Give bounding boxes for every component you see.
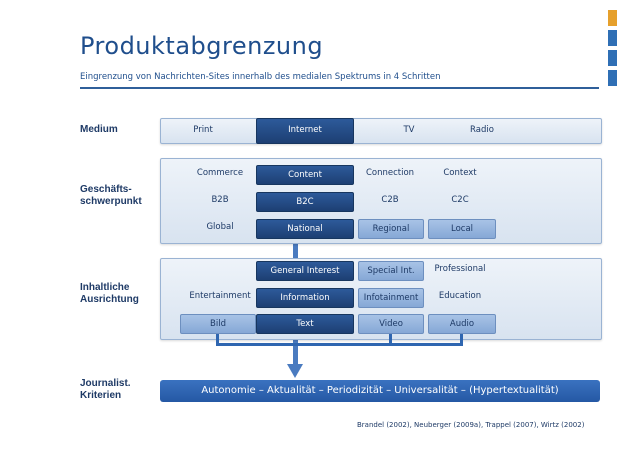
- criteria-bar: Autonomie – Aktualität – Periodizität – …: [160, 380, 600, 402]
- source-note: Brandel (2002), Neuberger (2009a), Trapp…: [357, 421, 585, 429]
- corner-accent-blue-1: [608, 30, 617, 46]
- inhalt-professional: Professional: [434, 264, 486, 274]
- bracket-drop-video: [389, 334, 392, 346]
- bracket-drop-audio: [460, 334, 463, 346]
- medium-band: [160, 118, 602, 144]
- medium-radio: Radio: [470, 125, 494, 135]
- bracket-horizontal: [216, 343, 463, 346]
- inhalt-special-int: Special Int.: [358, 261, 424, 281]
- corner-accent-blue-2: [608, 50, 617, 66]
- inhalt-bild: Bild: [180, 314, 256, 334]
- inhalt-entertainment: Entertainment: [189, 291, 251, 301]
- row-label-journalistische-kriterien: Journalist. Kriterien: [80, 378, 131, 402]
- row-label-inhaltliche-ausrichtung: Inhaltliche Ausrichtung: [80, 282, 139, 306]
- inhalt-education: Education: [438, 291, 482, 301]
- row-label-journalistische-kriterien-line2: Kriterien: [80, 390, 122, 401]
- row-label-geschaeftsschwerpunkt-line1: Geschäfts-: [80, 184, 132, 195]
- corner-accent-orange: [608, 10, 617, 26]
- bracket-drop-bild: [216, 334, 219, 346]
- geschaeft-local: Local: [428, 219, 496, 239]
- row-label-geschaeftsschwerpunkt: Geschäfts- schwerpunkt: [80, 184, 142, 208]
- row-label-inhaltliche-ausrichtung-line1: Inhaltliche: [80, 282, 130, 293]
- medium-internet: Internet: [256, 118, 354, 144]
- slide-title: Produktabgrenzung: [80, 32, 324, 60]
- geschaeft-context: Context: [443, 168, 477, 178]
- medium-print: Print: [193, 125, 213, 135]
- geschaeft-commerce: Commerce: [196, 168, 244, 178]
- inhalt-text: Text: [256, 314, 354, 334]
- geschaeft-c2b: C2B: [381, 195, 399, 205]
- geschaeft-b2c: B2C: [256, 192, 354, 212]
- slide-subtitle: Eingrenzung von Nachrichten-Sites innerh…: [80, 72, 441, 82]
- geschaeft-c2c: C2C: [451, 195, 469, 205]
- geschaeft-content: Content: [256, 165, 354, 185]
- flow-arrow-head: [287, 364, 303, 378]
- geschaeft-regional: Regional: [358, 219, 424, 239]
- row-label-geschaeftsschwerpunkt-line2: schwerpunkt: [80, 196, 142, 207]
- geschaeft-national: National: [256, 219, 354, 239]
- corner-accent-blue-3: [608, 70, 617, 86]
- title-rule: [80, 87, 599, 89]
- row-label-journalistische-kriterien-line1: Journalist.: [80, 378, 131, 389]
- geschaeft-b2b: B2B: [211, 195, 229, 205]
- inhalt-information: Information: [256, 288, 354, 308]
- medium-tv: TV: [403, 125, 415, 135]
- inhalt-audio: Audio: [428, 314, 496, 334]
- inhalt-video: Video: [358, 314, 424, 334]
- geschaeft-connection: Connection: [365, 168, 415, 178]
- row-label-medium: Medium: [80, 124, 118, 135]
- row-label-inhaltliche-ausrichtung-line2: Ausrichtung: [80, 294, 139, 305]
- inhalt-infotainment: Infotainment: [358, 288, 424, 308]
- geschaeft-global: Global: [206, 222, 234, 232]
- inhalt-general-interest: General Interest: [256, 261, 354, 281]
